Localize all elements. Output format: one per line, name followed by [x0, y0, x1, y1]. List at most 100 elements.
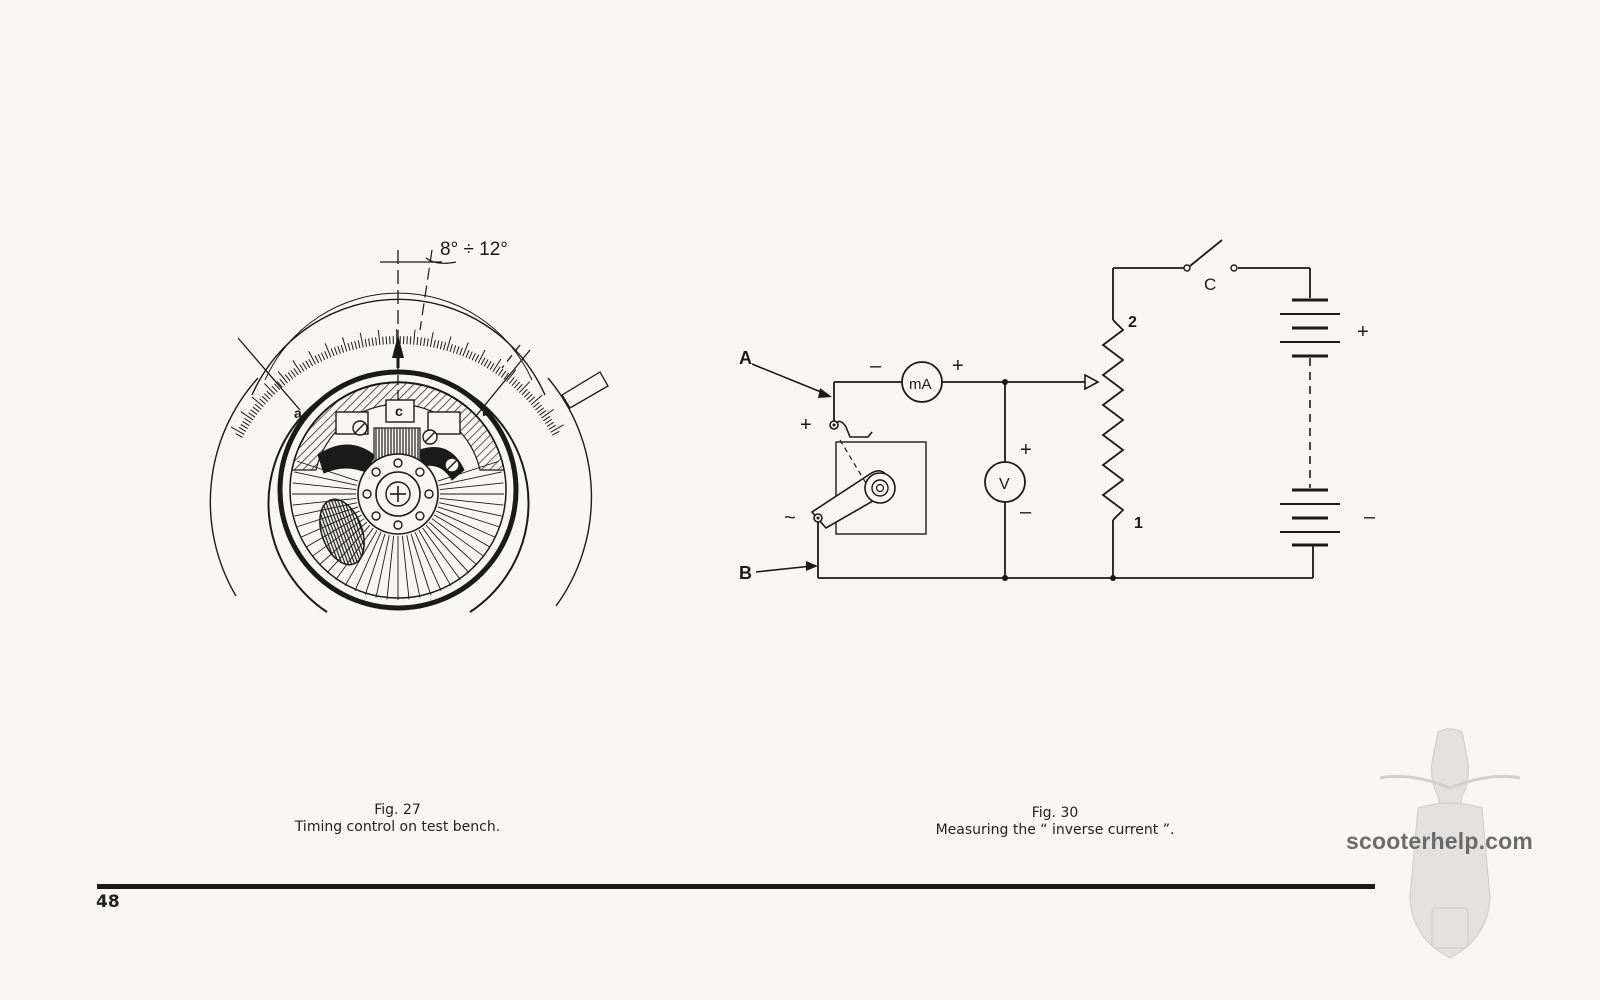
scale-tick: [413, 329, 416, 345]
scale-tick: [251, 396, 264, 408]
scale-tick: [548, 424, 556, 430]
fig30-battery-plus: +: [1357, 321, 1369, 343]
scale-tick: [240, 411, 254, 421]
scale-tick: [508, 377, 515, 384]
scale-tick: [462, 342, 469, 357]
rotor-spoke: [437, 506, 499, 528]
scale-tick: [242, 420, 250, 427]
hub-bolt: [415, 511, 425, 521]
scale-tick: [337, 345, 341, 354]
scale-tick: [308, 358, 314, 367]
scale-tick: [523, 391, 531, 398]
fig30-caption: Fig. 30 Measuring the “ inverse current …: [905, 805, 1205, 839]
scale-tick: [261, 395, 269, 402]
scale-tick: [293, 368, 299, 376]
scale-tick: [266, 390, 273, 397]
rotor-spoke: [386, 535, 395, 600]
scale-tick: [528, 396, 536, 403]
scale-tick: [439, 341, 443, 350]
scale-tick: [500, 370, 507, 378]
fig30-device-ac: ~: [784, 507, 796, 529]
rotor-spoke: [364, 533, 386, 595]
fig30-label-a: A: [739, 348, 752, 368]
fig30-label-b: B: [739, 563, 752, 583]
scale-tick: [368, 338, 371, 347]
scale-tick: [252, 406, 260, 413]
scale-tick: [235, 433, 243, 438]
scale-tick: [416, 337, 419, 346]
rotor-spoke: [439, 497, 504, 506]
scale-tick: [279, 378, 286, 386]
scale-tick: [284, 374, 291, 382]
rotor-spoke: [401, 535, 410, 600]
scale-tick: [526, 393, 533, 401]
rotor-spoke: [354, 532, 382, 592]
fig30-battery-minus: –: [1364, 506, 1376, 528]
hub-bolt: [393, 458, 403, 468]
fig30-label-c: C: [1204, 275, 1216, 294]
scale-tick: [480, 357, 486, 366]
scale-tick: [486, 361, 492, 369]
scale-tick: [385, 336, 388, 345]
rotor-spoke: [418, 530, 452, 587]
fig30-ma-minus: –: [870, 355, 882, 377]
scale-tick: [230, 426, 245, 435]
hub-bolt: [371, 467, 381, 477]
scale-tick: [459, 347, 463, 356]
scale-tick: [477, 349, 486, 364]
scale-tick: [532, 401, 540, 408]
fig30-v-minus: –: [1020, 501, 1032, 523]
scale-tick: [290, 370, 296, 378]
scale-tick: [446, 336, 452, 352]
scale-tick: [302, 362, 308, 370]
scale-tick: [465, 350, 470, 358]
fig27-caption-text: Timing control on test bench.: [294, 819, 501, 835]
scale-tick: [535, 404, 542, 411]
scale-tick: [240, 423, 248, 429]
fig30-v-plus: +: [1020, 439, 1032, 461]
scale-tick: [330, 348, 335, 357]
scale-tick: [511, 379, 518, 387]
scale-tick: [544, 418, 553, 425]
scale-tick: [503, 372, 510, 380]
scale-tick: [483, 359, 489, 367]
hub-bolt: [371, 511, 381, 521]
scale-tick: [409, 336, 412, 345]
rotor-spoke: [428, 521, 478, 566]
fig30-caption-text: Measuring the “ inverse current ”.: [935, 822, 1175, 838]
scale-tick: [314, 355, 320, 364]
scale-tick: [350, 341, 354, 350]
scale-tick: [341, 337, 348, 352]
scale-tick: [539, 410, 547, 416]
rotor-spoke: [434, 514, 491, 548]
scale-tick: [308, 350, 317, 365]
scale-tick: [474, 354, 480, 363]
hub-bolt: [424, 489, 434, 499]
rotor-spoke: [414, 532, 442, 592]
scale-tick: [551, 430, 560, 436]
scale-tick: [274, 383, 281, 390]
scale-tick: [271, 385, 278, 393]
scale-tick: [264, 383, 276, 395]
scale-tick: [426, 338, 429, 347]
hub-bolt: [393, 520, 403, 530]
page-number: 48: [96, 892, 120, 912]
scale-tick: [541, 408, 554, 419]
scale-tick: [468, 351, 473, 360]
scale-tick: [506, 369, 517, 382]
scale-tick: [546, 421, 555, 427]
scale-tick: [537, 407, 545, 414]
rotor-spoke: [422, 527, 461, 581]
fig27-caption: Fig. 27 Timing control on test bench.: [270, 802, 525, 836]
scale-tick: [277, 371, 288, 384]
rotor-spoke: [439, 482, 504, 491]
scale-tick: [443, 342, 447, 351]
scale-tick: [276, 381, 283, 388]
fig30-rheostat-2: 2: [1128, 314, 1137, 331]
rotor-spoke: [294, 471, 358, 486]
scale-tick: [347, 342, 351, 351]
fig30-device-plus: +: [800, 414, 812, 436]
fig30-v-meter-label: V: [999, 476, 1010, 493]
scale-tick: [371, 337, 374, 346]
fig27-angle-label: 8° ÷ 12°: [440, 239, 508, 260]
